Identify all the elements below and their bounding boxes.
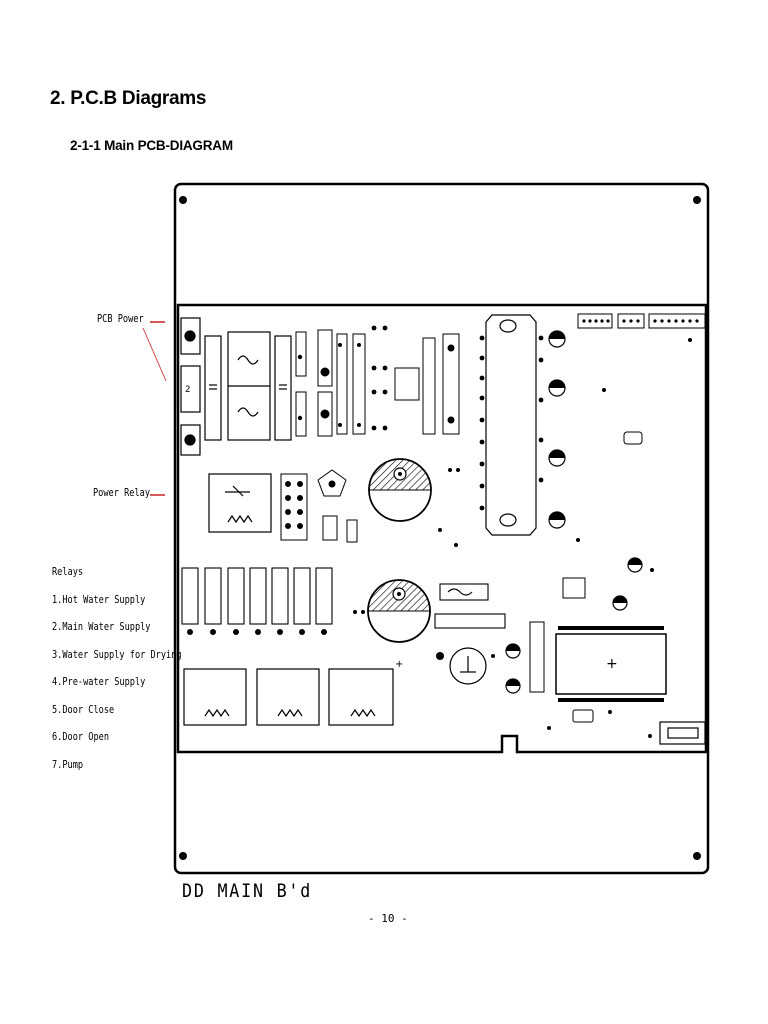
callout-power-relay: Power Relay (93, 487, 151, 499)
relay-item-4: 4.Pre-water Supply (52, 676, 146, 688)
relay-legend: Relays 1.Hot Water Supply 2.Main Water S… (52, 563, 182, 783)
power-connector: 2 (180, 317, 201, 456)
component-pads-top (297, 325, 455, 431)
power-relay (208, 473, 272, 533)
buzzer (449, 647, 487, 685)
component-row-top (295, 329, 460, 437)
enclosure-outline (173, 182, 710, 875)
mount-hole (693, 852, 701, 860)
board-outline (176, 303, 708, 754)
motor-relays (183, 668, 394, 726)
section-title: 2-1-1 Main PCB-DIAGRAM (70, 138, 233, 153)
small-ic (529, 577, 594, 723)
mcu-pins (558, 626, 664, 702)
transformer (485, 314, 537, 536)
page-title: 2. P.C.B Diagrams (50, 88, 207, 109)
fuse-and-array (434, 583, 506, 629)
callout-leader-pcb-power (142, 327, 167, 382)
crystal (623, 431, 643, 445)
transistor-column (548, 330, 566, 529)
transformer-pins (479, 335, 544, 511)
microcontroller: + (555, 633, 667, 695)
header-pins (582, 319, 699, 323)
misc-pads (353, 338, 692, 738)
mount-hole (179, 852, 187, 860)
input-filter-block (204, 331, 292, 441)
mount-hole (179, 196, 187, 204)
svg-text:+: + (395, 659, 403, 670)
bottom-transistors (505, 557, 643, 694)
svg-text:2: 2 (185, 385, 190, 395)
header-connectors (577, 313, 706, 329)
relay-legend-heading: Relays (52, 566, 84, 578)
relay-bank-pads (187, 629, 327, 635)
page-number: - 10 - (368, 912, 408, 925)
relay-item-1: 1.Hot Water Supply (52, 593, 146, 606)
connector-block (280, 469, 358, 543)
electrolytic-cap-1 (368, 458, 432, 522)
relay-item-2: 2.Main Water Supply (52, 621, 151, 633)
board-title: DD MAIN B'd (182, 880, 313, 902)
relay-bank (181, 567, 333, 625)
mount-hole (693, 196, 701, 204)
relay-item-6: 6.Door Open (52, 731, 110, 743)
relay-item-5: 5.Door Close (52, 703, 115, 716)
relay-item-3: 3.Water Supply for Drying (52, 648, 182, 661)
callout-pcb-power: PCB Power (97, 313, 144, 325)
bottom-connector (659, 721, 706, 745)
electrolytic-cap-2: + (367, 579, 431, 670)
relay-item-7: 7.Pump (52, 758, 84, 771)
svg-text:+: + (606, 656, 618, 672)
